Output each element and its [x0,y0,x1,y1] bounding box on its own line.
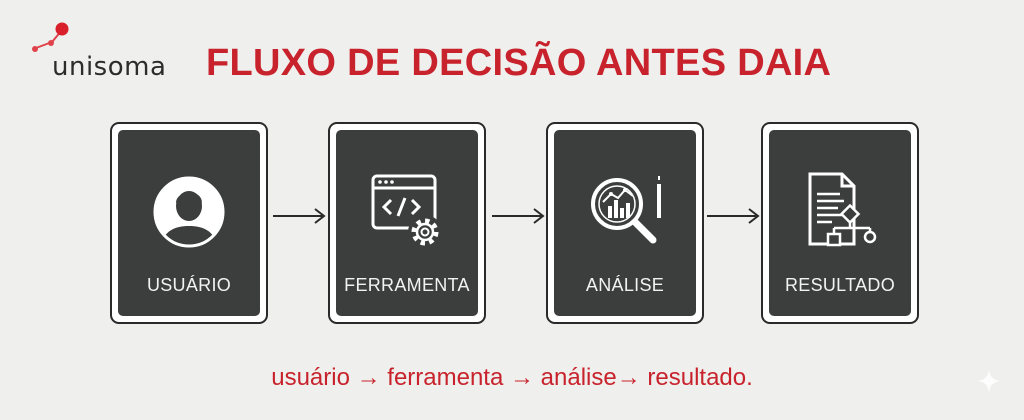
flow-arrow [492,208,545,224]
flow-caption: usuário → ferramenta → análise→ resultad… [271,364,753,391]
step-usuario: USUÁRIO [110,122,268,324]
step-ferramenta: FERRAMENTA [328,122,486,324]
step-label: USUÁRIO [146,275,232,295]
step-resultado: RESULTADO [761,122,919,324]
document-flowchart-icon [808,172,877,247]
code-window-gear-icon [371,174,442,249]
step-panel: ANÁLISE [554,130,696,316]
step-label: FERRAMENTA [344,275,470,295]
user-icon [153,176,225,248]
step-label: RESULTADO [784,275,896,295]
step-panel: RESULTADO [769,130,911,316]
logo-wordmark: unisoma [52,52,167,82]
sparkle-icon [977,369,1001,393]
flow-arrow [273,208,326,224]
logo-molecule-icon [32,22,69,52]
step-analise: ANÁLISE [546,122,704,324]
unisoma-logo: unisoma [22,18,182,80]
step-panel: USUÁRIO [118,130,260,316]
step-panel: FERRAMENTA [336,130,478,316]
flow-arrow [707,208,760,224]
magnifier-chart-icon [591,176,661,244]
page-title: FLUXO DE DECISÃO ANTES DAIA [206,42,832,84]
step-label: ANÁLISE [585,275,665,295]
